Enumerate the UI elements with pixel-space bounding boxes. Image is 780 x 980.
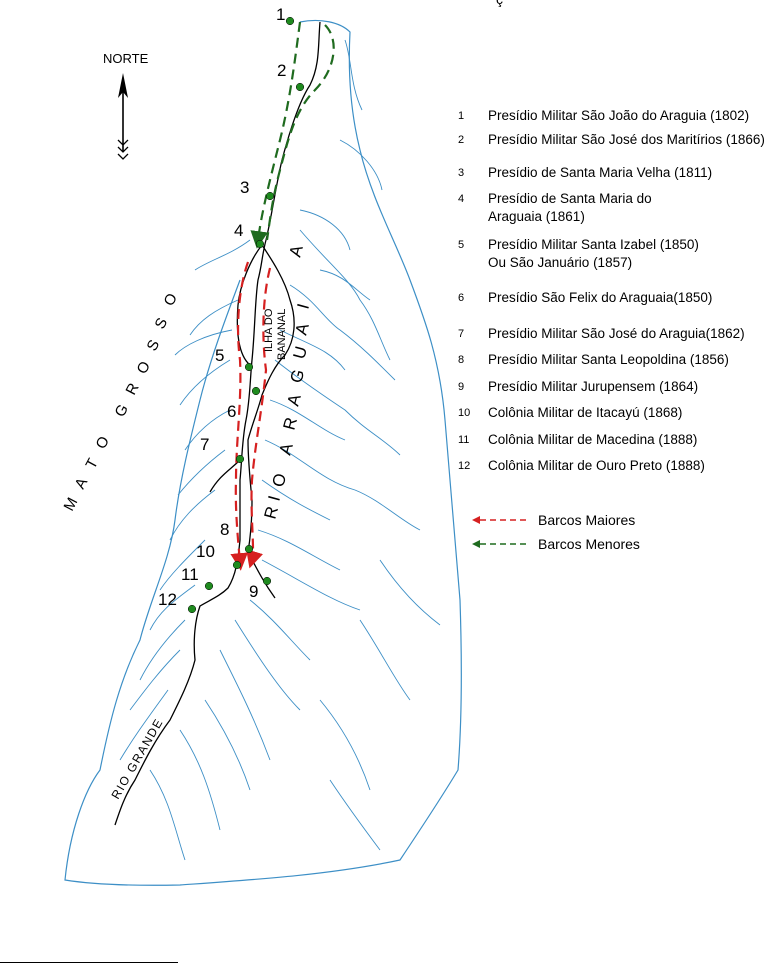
svg-text:T: T (83, 456, 102, 472)
svg-text:1: 1 (276, 5, 285, 24)
legend-smaller-boats: Barcos Menores (472, 536, 640, 552)
green-dashed-arrow-icon (472, 540, 528, 548)
svg-text:A: A (286, 243, 307, 260)
svg-text:7: 7 (200, 435, 209, 454)
svg-text:M: M (61, 495, 82, 514)
svg-text:12: 12 (158, 590, 177, 609)
ilha-do-bananal-label: ILHA DO BANANAL (263, 308, 288, 360)
svg-text:A: A (72, 475, 92, 492)
page-fragment-text: ç (496, 0, 503, 7)
svg-text:A: A (292, 321, 313, 338)
svg-text:6: 6 (227, 402, 236, 421)
north-label: NORTE (103, 51, 149, 66)
red-dashed-arrow-icon (472, 516, 528, 524)
svg-text:10: 10 (196, 542, 215, 561)
svg-text:R: R (261, 504, 283, 521)
svg-text:U: U (290, 344, 312, 361)
svg-text:O: O (93, 434, 113, 452)
svg-text:9: 9 (249, 582, 258, 601)
north-arrow: NORTE (103, 51, 149, 160)
basin-boundary (64, 19, 462, 886)
svg-text:BANANAL: BANANAL (276, 309, 288, 360)
boat-routes (230, 21, 335, 571)
svg-text:4: 4 (234, 221, 243, 240)
tributaries (119, 39, 441, 861)
site-number-labels: 1 2 3 4 5 6 7 8 9 10 11 12 (158, 5, 286, 609)
svg-text:5: 5 (215, 346, 224, 365)
svg-text:8: 8 (220, 520, 229, 539)
svg-text:R: R (123, 380, 143, 398)
svg-text:R: R (280, 415, 302, 432)
footnote-rule (0, 962, 178, 963)
svg-text:O: O (161, 291, 181, 309)
svg-text:G: G (287, 367, 309, 385)
legend-larger-boats: Barcos Maiores (472, 512, 635, 528)
svg-text:O: O (269, 471, 291, 489)
north-arrow-icon (118, 73, 128, 98)
svg-text:I: I (265, 494, 285, 503)
svg-text:G: G (112, 402, 132, 420)
larger-boats-label: Barcos Maiores (538, 512, 636, 528)
rio-grande-label: RIO GRANDE (108, 716, 166, 802)
svg-text:S: S (144, 337, 164, 354)
svg-text:3: 3 (240, 178, 249, 197)
svg-text:2: 2 (277, 61, 286, 80)
svg-text:ILHA DO: ILHA DO (263, 308, 275, 352)
svg-text:11: 11 (181, 565, 199, 584)
mato-grosso-label: M A T O G R O S S O (61, 291, 181, 514)
rio-araguaia-label: R I O A R A G U A I A (261, 243, 314, 522)
svg-text:A: A (276, 441, 297, 458)
site-markers (187, 16, 305, 614)
larger-boat-route (230, 261, 250, 571)
svg-text:O: O (134, 359, 154, 377)
svg-text:A: A (284, 392, 305, 409)
smaller-boats-label: Barcos Menores (538, 536, 640, 552)
svg-text:I: I (294, 302, 314, 311)
svg-text:S: S (152, 315, 172, 332)
smaller-boat-route (265, 24, 335, 241)
